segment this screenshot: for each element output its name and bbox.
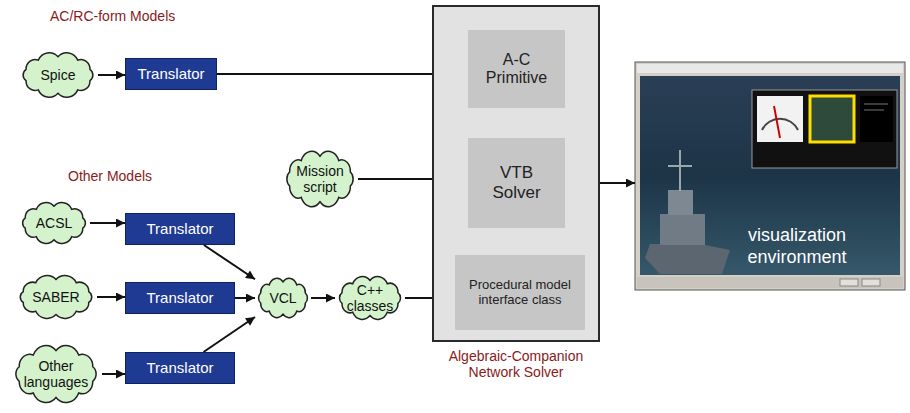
flow-arrow xyxy=(90,222,125,224)
node-label: VCL xyxy=(269,290,296,306)
translator-box: Translator xyxy=(125,213,235,245)
model-cloud: Spice xyxy=(18,50,98,100)
status-bar xyxy=(637,277,903,288)
node-label: SABER xyxy=(32,289,79,305)
flow-arrow xyxy=(98,74,125,76)
node-label: A-C Primitive xyxy=(478,51,556,88)
cloud-outline xyxy=(259,278,308,317)
node-label: C++ classes xyxy=(342,282,398,314)
model-cloud: ACSL xyxy=(18,200,90,246)
sea-scene xyxy=(640,76,900,275)
dial-arc xyxy=(762,119,798,130)
window-frame xyxy=(635,62,905,290)
group-heading: AC/RC-form Models xyxy=(50,8,175,24)
node-label: Procedural model interface class xyxy=(462,278,579,308)
script-cloud: Mission script xyxy=(282,148,358,210)
solver-block: VTB Solver xyxy=(468,138,565,228)
readout-line xyxy=(864,110,884,111)
gauge-panel xyxy=(752,90,897,168)
model-cloud: Other languages xyxy=(10,342,102,406)
flow-arrow xyxy=(204,317,255,352)
cloud-outline xyxy=(23,203,86,244)
ship-mast xyxy=(679,150,681,191)
node-label: Spice xyxy=(40,67,75,83)
cloud-outline xyxy=(23,53,93,98)
node-label: Translator xyxy=(147,220,214,237)
model-cloud: SABER xyxy=(15,273,97,321)
flow-arrow xyxy=(311,297,335,299)
node-label: Other languages xyxy=(19,358,93,390)
solver-block: Procedural model interface class xyxy=(455,255,585,330)
title-bar xyxy=(637,64,903,73)
readout-line xyxy=(864,104,888,105)
node-label: Translator xyxy=(147,289,214,306)
dial-face xyxy=(757,96,803,142)
status-button xyxy=(862,279,880,286)
ship-hull xyxy=(645,244,730,274)
ship-superstructure xyxy=(660,214,705,245)
visualization-window: visualization environment xyxy=(635,62,905,290)
ship-bridge xyxy=(668,190,693,215)
status-button xyxy=(840,279,858,286)
library-cloud: VCL xyxy=(255,276,311,320)
flow-arrow xyxy=(204,245,255,279)
cloud-outline xyxy=(16,345,96,402)
group-heading: Other Models xyxy=(68,168,152,184)
flow-arrow xyxy=(235,297,255,299)
node-label: VTB Solver xyxy=(483,163,551,202)
node-label: Translator xyxy=(138,65,205,82)
node-label: visualization environment xyxy=(727,225,867,268)
flow-arrow xyxy=(97,296,125,298)
node-label: Mission script xyxy=(290,163,351,195)
ship-yard xyxy=(668,165,692,167)
translator-box: Translator xyxy=(125,282,235,314)
readout-box xyxy=(860,96,893,142)
node-label: Translator xyxy=(147,359,214,376)
solver-block: A-C Primitive xyxy=(468,30,565,108)
translator-box: Translator xyxy=(125,58,217,90)
radar-square xyxy=(810,96,854,142)
visualization-screenshot xyxy=(635,62,905,290)
node-label: ACSL xyxy=(36,215,73,231)
class-cloud: C++ classes xyxy=(335,274,405,322)
dial-needle xyxy=(774,106,780,138)
solver-panel: Algebraic-Companion Network SolverA-C Pr… xyxy=(432,5,600,342)
panel-caption: Algebraic-Companion Network Solver xyxy=(434,348,598,380)
cloud-outline xyxy=(339,277,400,320)
cloud-outline xyxy=(20,276,91,319)
flow-arrow xyxy=(217,73,468,75)
translator-box: Translator xyxy=(125,352,235,384)
cloud-outline xyxy=(287,151,353,206)
flow-arrow xyxy=(102,373,125,375)
